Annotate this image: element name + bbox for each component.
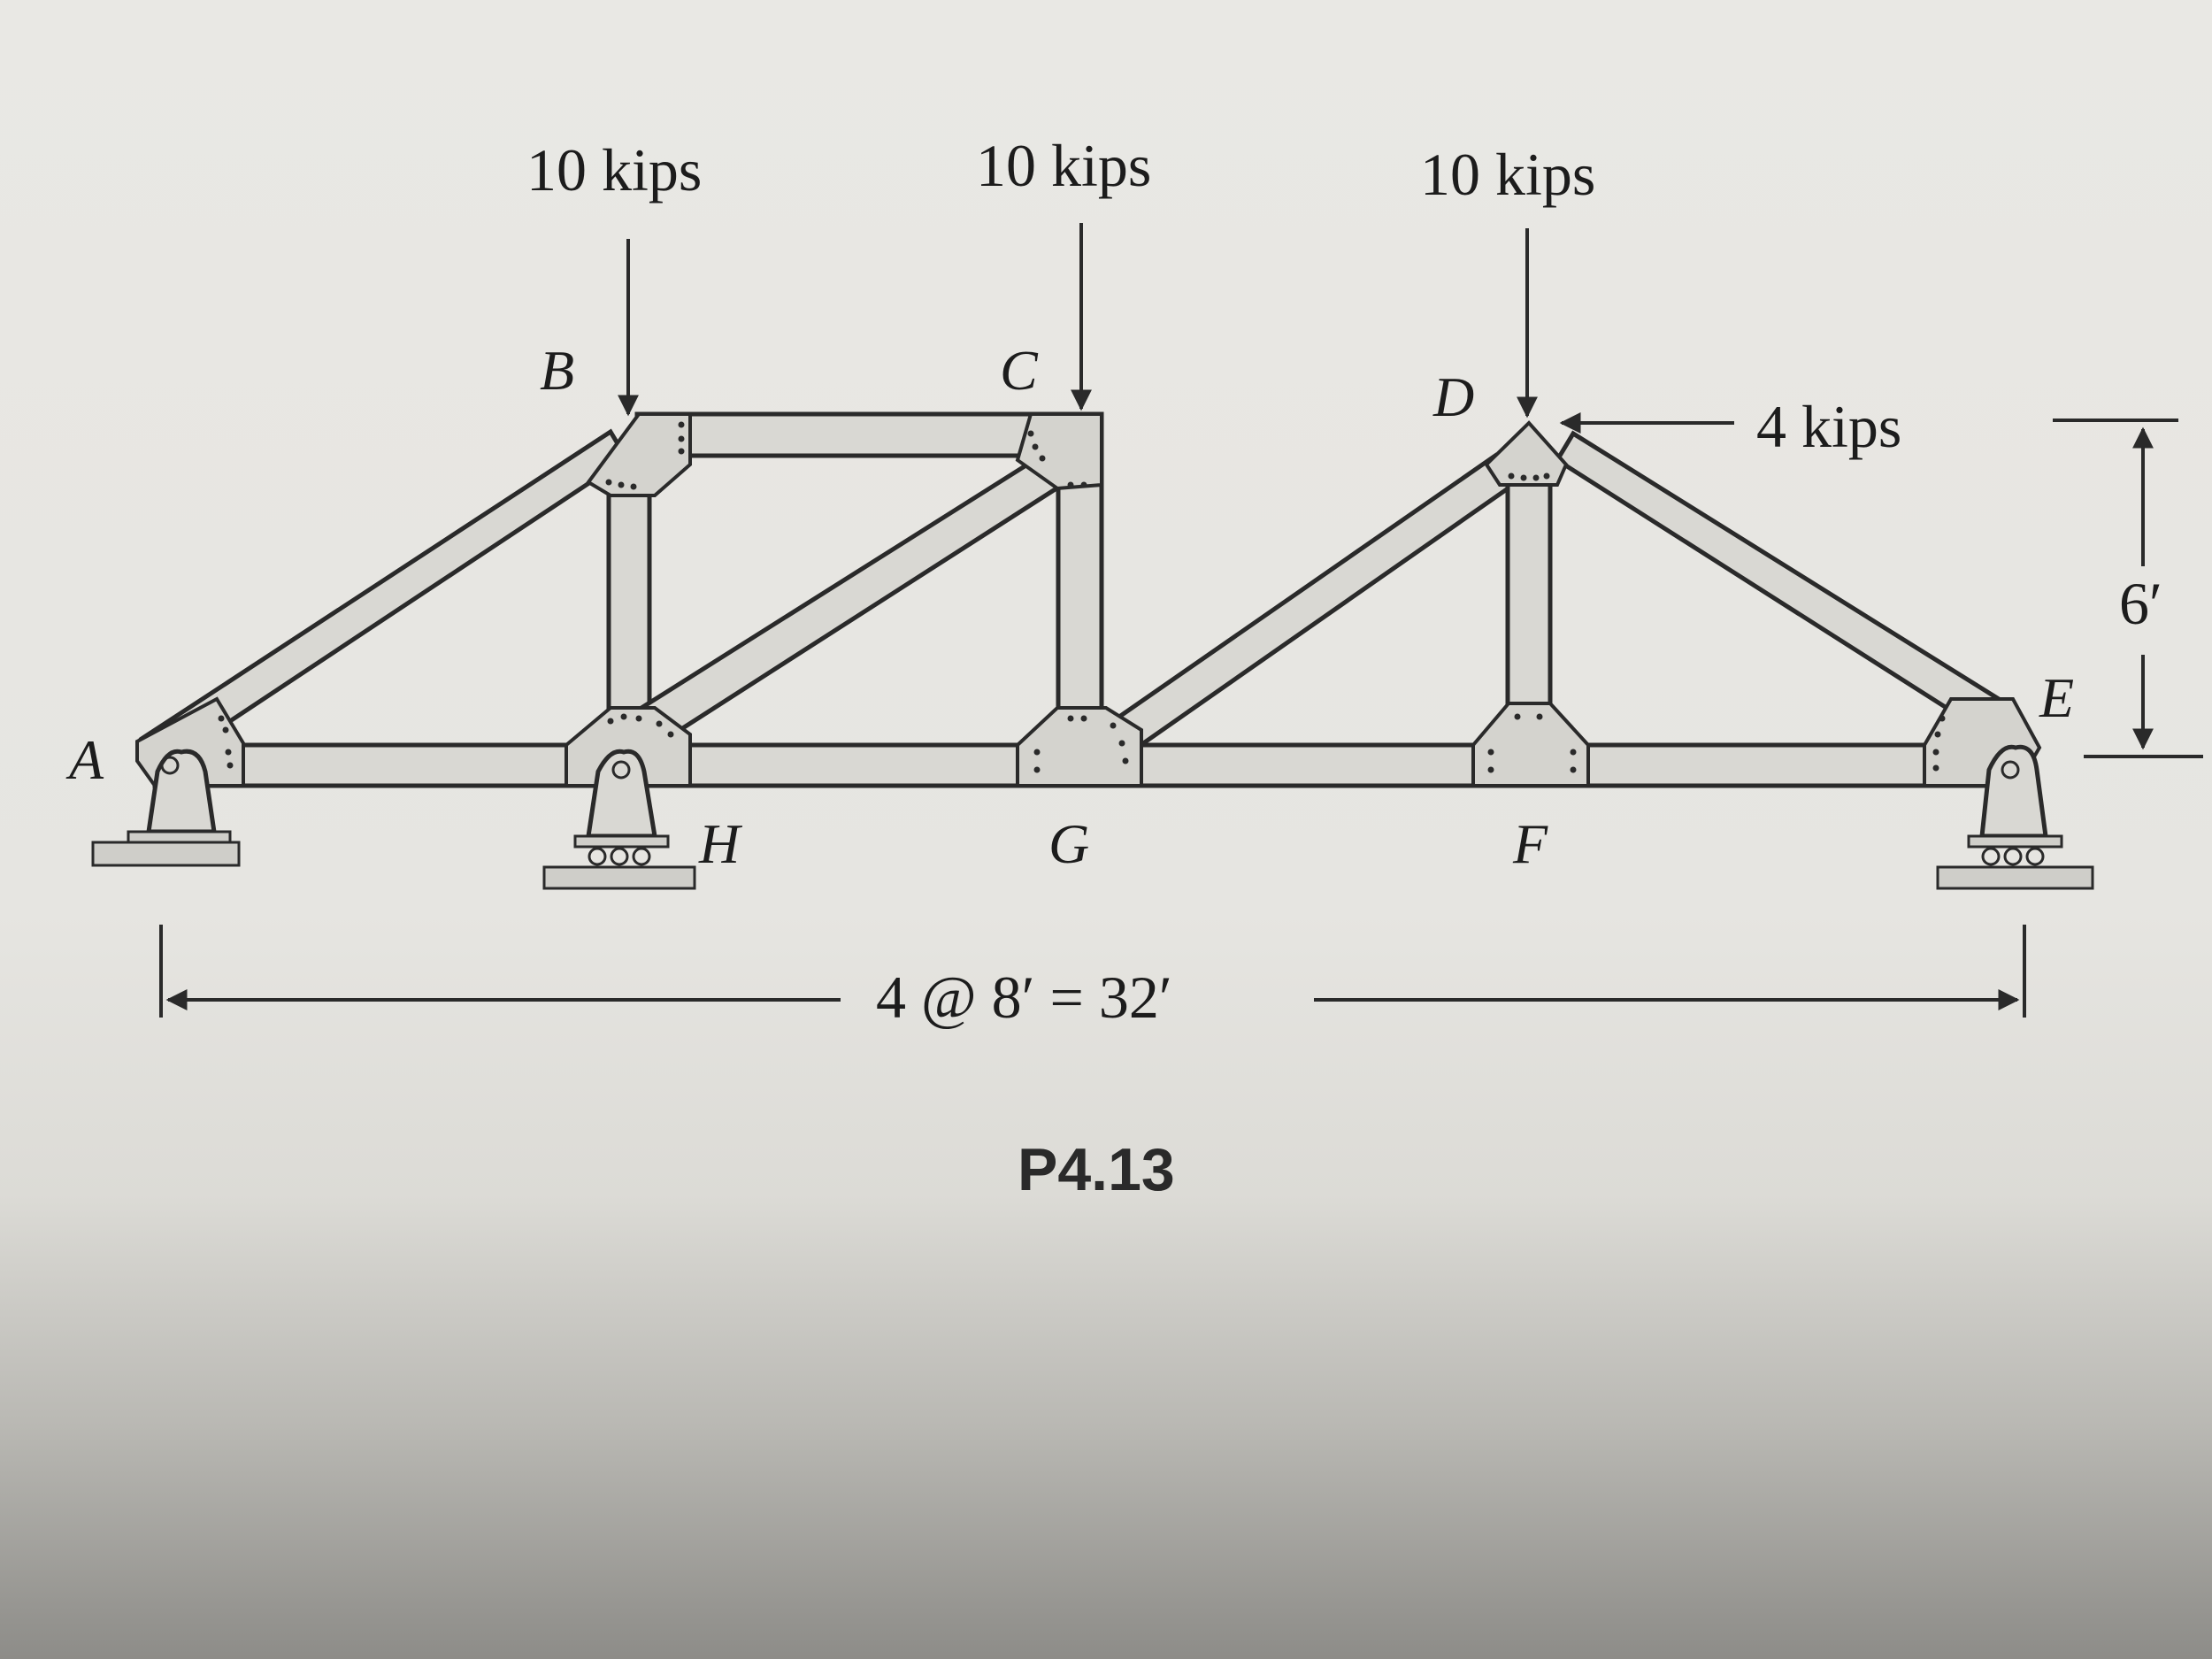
gusset-plates (135, 412, 2042, 787)
gusset-H (565, 706, 692, 787)
figure-label: P4.13 (1018, 1136, 1175, 1203)
load-label-B: 10 kips (526, 136, 702, 204)
gusset-F (1471, 702, 1590, 787)
joint-label-D: D (1432, 365, 1474, 428)
rivets-A (218, 715, 234, 769)
span-dimension (159, 925, 2026, 1018)
joint-label-G: G (1048, 812, 1089, 875)
height-dimension-label: 6′ (2119, 570, 2162, 637)
joint-label-H: H (698, 812, 743, 875)
load-label-C: 10 kips (976, 132, 1151, 199)
joint-label-B: B (540, 339, 574, 402)
load-arrows (618, 223, 1734, 434)
truss-members (138, 411, 2016, 788)
joint-label-A: A (65, 728, 104, 791)
member-HC (638, 448, 1070, 747)
rivets-B (605, 421, 685, 490)
gusset-D (1484, 420, 1569, 487)
height-dimension (2053, 419, 2203, 758)
member-GD (1116, 452, 1517, 751)
joint-label-F: F (1512, 812, 1548, 875)
rivets-H (607, 713, 674, 738)
rivets-G (1033, 715, 1129, 773)
rivets-E (1932, 715, 1946, 772)
load-label-D-horizontal: 4 kips (1756, 393, 1901, 460)
joint-label-E: E (2039, 666, 2074, 729)
span-dimension-label: 4 @ 8′ = 32′ (876, 964, 1172, 1031)
joint-label-C: C (1000, 339, 1039, 402)
member-CG (1056, 453, 1104, 750)
pin-support-A (91, 749, 241, 867)
gusset-G (1016, 706, 1143, 787)
roller-support-H (542, 749, 696, 890)
rivets-D (1508, 472, 1550, 481)
member-DE (1554, 430, 2016, 742)
load-label-D: 10 kips (1420, 141, 1595, 208)
gusset-B (586, 412, 692, 497)
roller-support-E (1936, 744, 2094, 890)
rivets (218, 421, 1946, 773)
rivets-F (1487, 713, 1577, 773)
gusset-C (1015, 412, 1103, 491)
rivets-C (1027, 430, 1087, 488)
